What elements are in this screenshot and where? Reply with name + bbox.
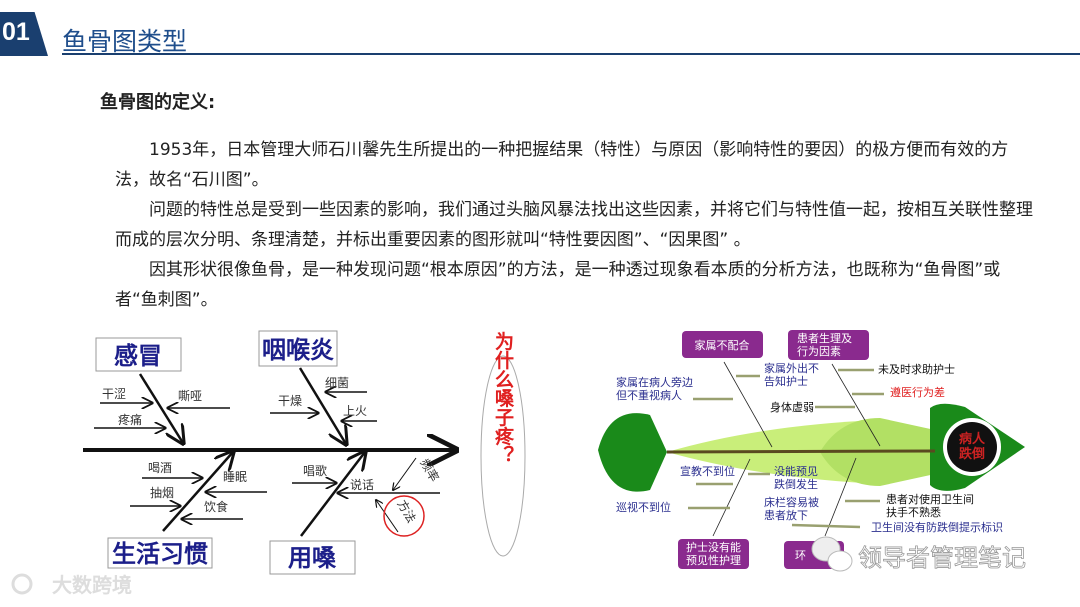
page-title: 鱼骨图类型 — [62, 27, 188, 56]
cause-label: 干燥 — [278, 394, 302, 408]
category-label: 用嗓 — [288, 544, 337, 572]
cause-label: 没能预见跌倒发生 — [774, 465, 818, 491]
cause-label: 频率 — [417, 456, 442, 484]
fish-tail — [598, 413, 667, 492]
problem-label: 为什么嗓子疼？ — [492, 330, 514, 464]
category-label: 护士没有能预见性护理 — [686, 541, 741, 567]
category-label: 环 — [795, 549, 806, 562]
category-box — [788, 330, 869, 360]
cause-label: 宣教不到位 — [680, 464, 735, 478]
fish-spine — [666, 449, 936, 454]
throat-fishbone-diagram: 为什么嗓子疼？ 感冒 咽喉炎 生活习惯 用嗓 — [11, 330, 526, 597]
category-box — [107, 537, 213, 569]
head-circle — [947, 422, 997, 472]
cause-label: 家属在病人旁边但不重视病人 — [616, 376, 693, 402]
cause-label: 睡眠 — [223, 470, 247, 484]
cause-label: 说话 — [350, 477, 374, 492]
title-underline — [62, 53, 1080, 55]
section-number: 01 — [2, 18, 30, 46]
category-box — [678, 539, 749, 569]
cause-label: 抽烟 — [150, 486, 174, 500]
category-label: 感冒 — [114, 342, 162, 370]
cause-label: 喝酒 — [148, 461, 172, 475]
section-heading: 鱼骨图的定义: — [100, 92, 216, 113]
cause-label: 床栏容易被患者放下 — [764, 496, 819, 522]
cause-label: 细菌 — [325, 376, 349, 390]
cause-label: 疼痛 — [118, 412, 142, 427]
category-label: 生活习惯 — [112, 540, 208, 568]
paragraph: 因其形状很像鱼骨，是一种发现问题“根本原因”的方法，是一种透过现象看本质的分析方… — [115, 260, 1001, 310]
cause-label: 患者对使用卫生间扶手不熟悉 — [886, 493, 974, 519]
category-box — [682, 331, 763, 358]
cause-label: 唱歌 — [303, 463, 327, 478]
head-label: 病人跌倒 — [959, 432, 986, 462]
cause-label: 家属外出不告知护士 — [764, 362, 819, 388]
paragraph: 问题的特性总是受到一些因素的影响，我们通过头脑风暴法找出这些因素，并将它们与特性… — [115, 200, 1033, 250]
wechat-icon — [811, 536, 853, 572]
definition-text: 1953年，日本管理大师石川馨先生所提出的一种把握结果（特性）与原因（影响特性的… — [115, 135, 1040, 315]
fall-fishbone-diagram: 家属不配合 环 未及时求助护士 遵医行为差 身体虚弱 宣教不到位 巡视不到位 卫… — [598, 330, 1026, 572]
watermark-logo-icon — [11, 573, 33, 595]
category-box — [95, 337, 182, 372]
cause-label: 干涩 — [102, 386, 126, 401]
highlight-circle — [383, 495, 425, 537]
category-label: 家属不配合 — [695, 338, 750, 352]
cause-label: 方法 — [394, 497, 419, 525]
cause-label: 身体虚弱 — [770, 400, 814, 414]
watermark-text: 大数跨境 — [52, 573, 132, 597]
problem-ellipse — [480, 355, 526, 557]
cause-label: 巡视不到位 — [616, 500, 671, 514]
paragraph: 1953年，日本管理大师石川馨先生所提出的一种把握结果（特性）与原因（影响特性的… — [115, 140, 1009, 190]
watermark-text: 领导者管理笔记 — [858, 544, 1026, 572]
cause-label: 上火 — [343, 404, 367, 418]
category-box — [269, 540, 356, 575]
cause-label: 未及时求助护士 — [878, 362, 955, 376]
cause-label: 卫生间没有防跌倒提示标识 — [871, 520, 1003, 534]
cause-label: 遵医行为差 — [890, 385, 945, 399]
cause-label: 嘶哑 — [178, 389, 202, 403]
category-label: 咽喉炎 — [262, 336, 334, 364]
category-box — [258, 330, 338, 367]
cause-label: 饮食 — [204, 499, 228, 514]
category-label: 患者生理及行为因素 — [797, 332, 852, 358]
